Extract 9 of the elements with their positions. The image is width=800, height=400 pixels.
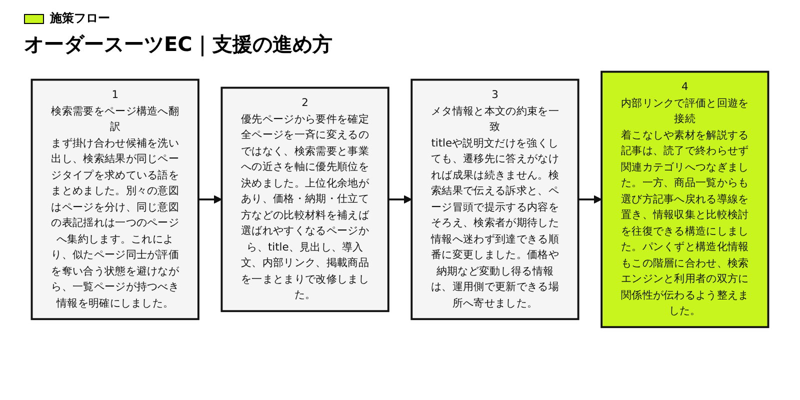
- node-box: 4 内部リンクで評価と回遊を接続 着こなしや素材を解説する記事は、読了で終わらせず関連カテゴリへつなぎました。一方、商品一覧からも選び方記事へ戻れる導線を置き、情報収集と比較検討を往復できる構造にしました。パンくずと構造化情報もこの階層に合わせ、検索エンジンと利用者の双方に関係性が伝わるよう整えました。: [600, 70, 770, 328]
- node-box: 2 優先ページから要件を確定 全ページを一斉に変えるのではなく、検索需要と事業への近さを軸に優先順位を決めました。上位化余地があり、価格・納期・仕立て方などの比較材料を補えば選ばれやすくなるページから、title、見出し、導入文、内部リンク、掲載商品を一まとまりで改修しました。: [220, 86, 390, 312]
- node-box: 3 メタ情報と本文の約束を一致 titleや説明文だけを強くしても、遷移先に答えがなければ成果は続きません。検索結果で伝える訴求と、ページ冒頭で提示する内容をそろえ、検索者が期待した情報へ迷わず到達できる順番に変更しました。価格や納期など変動し得る情報は、運用側で更新できる場所へ寄せました。: [410, 78, 580, 320]
- arrow: [198, 195, 222, 204]
- node-box: 1 検索需要をページ構造へ翻訳 まず掛け合わせ候補を洗い出し、検索結果が同じページタイプを求めている語をまとめました。別々の意図はページを分け、同じ意図の表記揺れは一つのページへ集約します。これにより、似たページ同士が評価を奪い合う状態を避けながら、一覧ページが持つべき情報を明確にしました。: [30, 78, 200, 320]
- title: オーダースーツEC｜支援の進め方: [24, 31, 334, 58]
- arrow: [578, 195, 602, 204]
- arrow: [388, 195, 412, 204]
- section-label: 施策フロー: [50, 10, 110, 27]
